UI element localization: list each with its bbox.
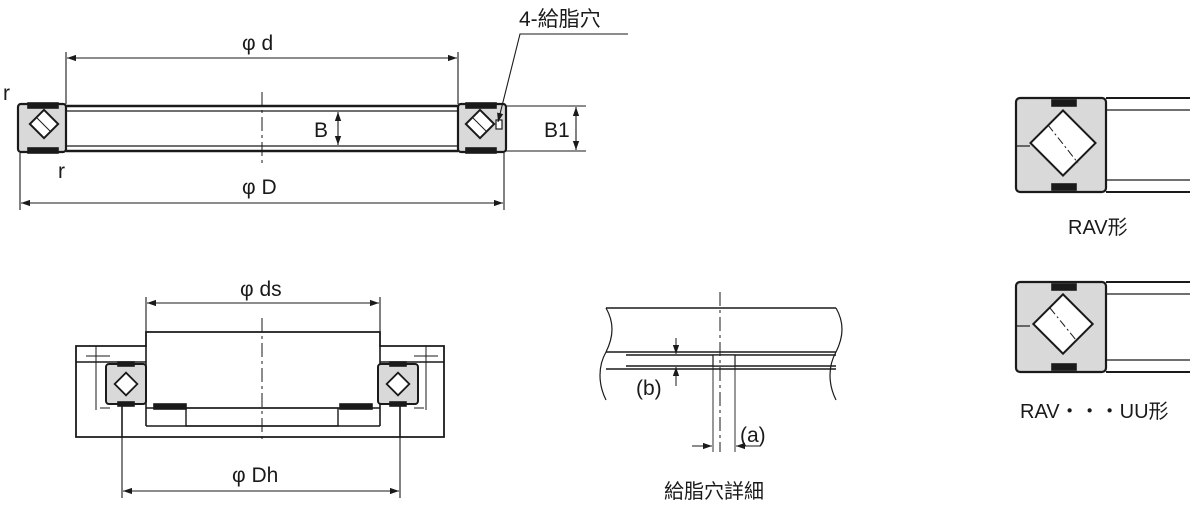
housing-diameter-label: φ Dh bbox=[232, 464, 278, 487]
left-section-icon bbox=[16, 102, 68, 154]
mount-view-dimensions bbox=[121, 297, 401, 498]
grease-hole-detail bbox=[599, 292, 843, 452]
outer-width-label: B1 bbox=[544, 119, 570, 142]
radius-label-upper: r bbox=[3, 82, 10, 105]
detail-label-a: (a) bbox=[740, 424, 766, 447]
top-view-dimensions bbox=[19, 33, 628, 210]
rav-type-section bbox=[1014, 96, 1190, 194]
shaft-diameter-label: φ ds bbox=[240, 278, 282, 301]
rav-uu-caption: RAV・・・UU形 bbox=[1020, 400, 1169, 423]
mount-left-section-icon bbox=[105, 361, 187, 410]
rav-caption: RAV形 bbox=[1068, 216, 1128, 239]
radius-label-lower: r bbox=[58, 160, 65, 183]
top-view-bearing bbox=[16, 92, 508, 165]
grease-hole-leader bbox=[497, 33, 628, 123]
grease-hole-callout: 4-給脂穴 bbox=[519, 8, 601, 31]
detail-caption: 給脂穴詳細 bbox=[664, 480, 764, 503]
detail-label-b: (b) bbox=[636, 377, 662, 400]
inner-width-label: B bbox=[314, 119, 328, 142]
inner-diameter-label: φ d bbox=[242, 32, 273, 55]
outer-diameter-label: φ D bbox=[242, 176, 277, 199]
mount-view-assembly bbox=[75, 318, 445, 442]
mount-right-section-icon bbox=[339, 361, 419, 410]
rav-uu-type-section bbox=[1014, 280, 1190, 374]
right-section-icon bbox=[456, 102, 508, 154]
